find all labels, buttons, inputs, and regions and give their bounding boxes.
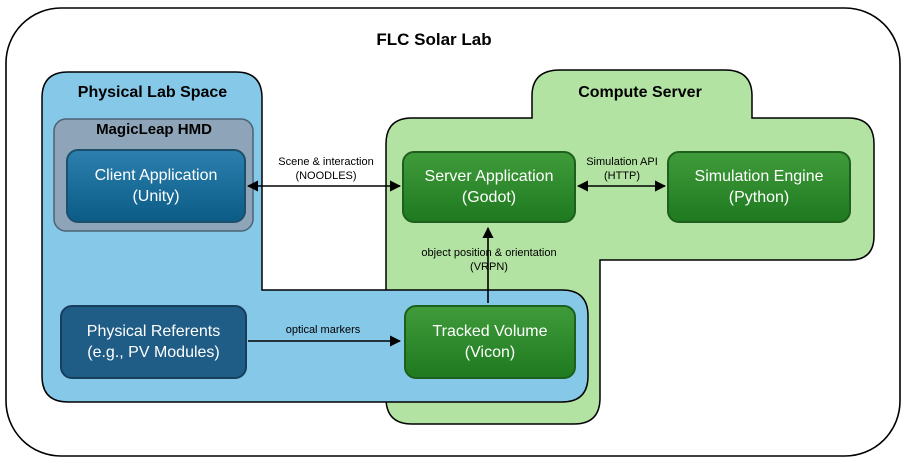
object-position-edge-label-line1: object position & orientation: [421, 247, 557, 259]
sim-api-edge-label-line1: Simulation API: [586, 156, 658, 168]
tracked-volume-tech: (Vicon): [464, 344, 516, 361]
client-application-tech: (Unity): [132, 188, 180, 205]
lab-title: FLC Solar Lab: [376, 30, 492, 49]
simulation-engine-node: Simulation Engine (Python): [667, 151, 851, 223]
physical-referents-example: (e.g., PV Modules): [87, 344, 220, 361]
sim-api-edge-label: Simulation API (HTTP): [576, 155, 668, 183]
object-position-edge-label: object position & orientation (VRPN): [404, 246, 574, 274]
scene-edge-label: Scene & interaction (NOODLES): [258, 155, 394, 183]
scene-edge-label-line1: Scene & interaction: [278, 156, 374, 168]
sim-api-edge-label-line2: (HTTP): [603, 170, 641, 182]
scene-edge-label-line2: (NOODLES): [295, 170, 357, 182]
compute-server-title: Compute Server: [578, 84, 702, 101]
client-application-name: Client Application: [94, 167, 218, 184]
tracked-volume-name: Tracked Volume: [432, 323, 548, 340]
tracked-volume-node: Tracked Volume (Vicon): [404, 305, 576, 379]
client-application-node: Client Application (Unity): [66, 149, 246, 223]
optical-markers-edge-label-line1: optical markers: [285, 324, 361, 336]
server-application-name: Server Application: [424, 168, 554, 185]
physical-lab-title: Physical Lab Space: [77, 84, 228, 101]
simulation-engine-tech: (Python): [728, 189, 790, 206]
server-application-node: Server Application (Godot): [402, 151, 576, 223]
simulation-engine-name: Simulation Engine: [694, 168, 824, 185]
physical-referents-name: Physical Referents: [86, 323, 221, 340]
optical-markers-edge-label: optical markers: [268, 323, 378, 337]
hmd-title: MagicLeap HMD: [96, 121, 212, 138]
object-position-edge-label-line2: (VRPN): [470, 261, 508, 273]
physical-referents-node: Physical Referents (e.g., PV Modules): [60, 305, 247, 379]
server-application-tech: (Godot): [461, 189, 517, 206]
